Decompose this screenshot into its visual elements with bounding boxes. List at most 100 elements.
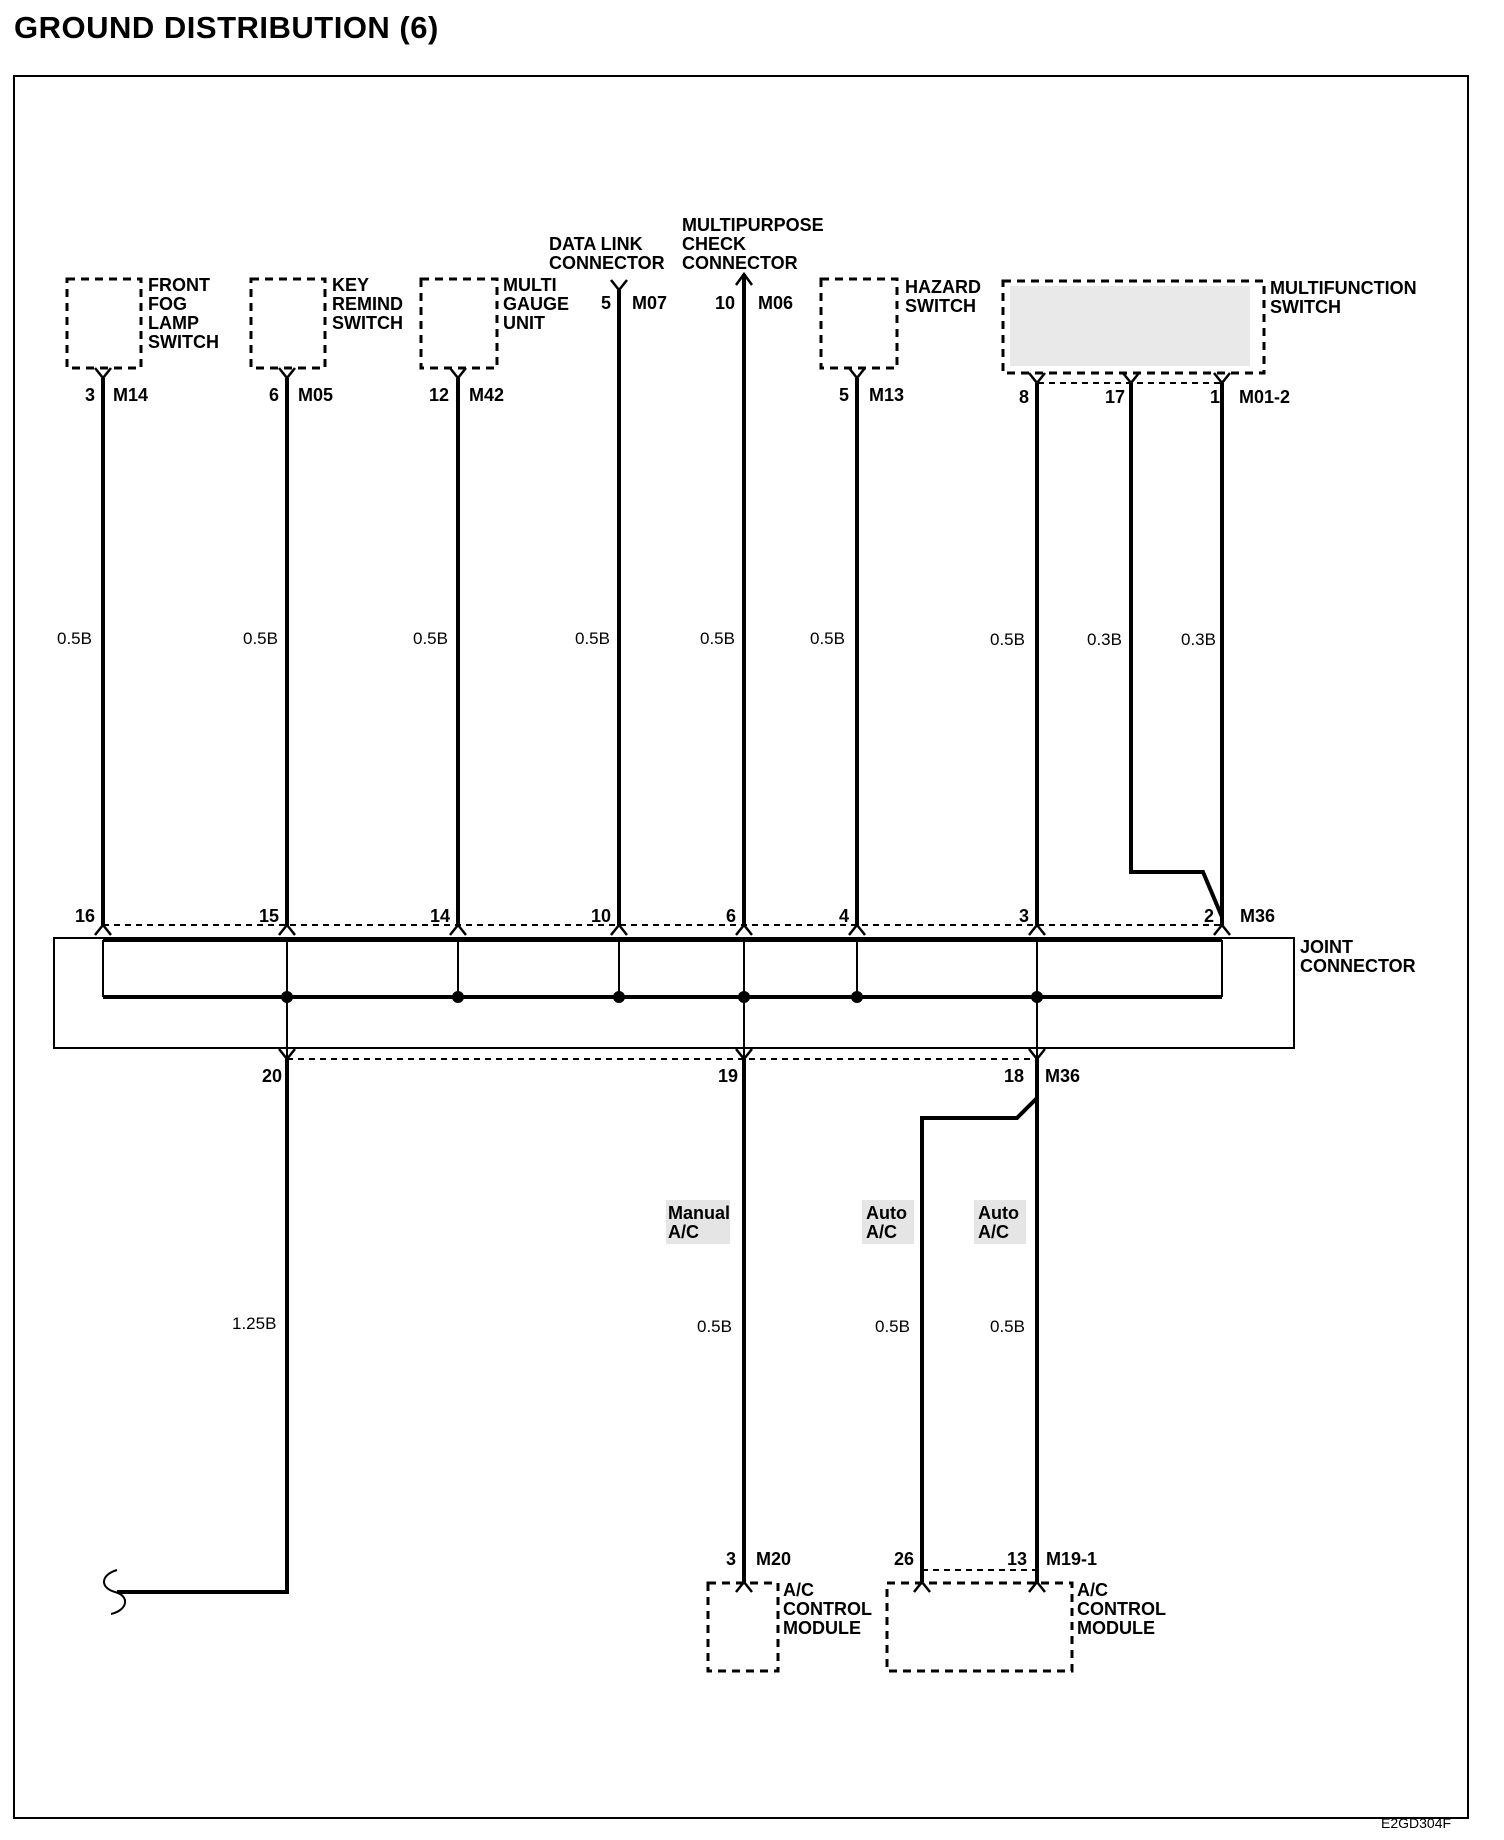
auto-ac-label-1b: A/C — [866, 1222, 897, 1242]
joint-pin-15-number: 15 — [259, 906, 279, 926]
pin-dlc — [610, 279, 628, 293]
ac-control-module-manual-box — [706, 1581, 780, 1673]
wire-label-dlc: 0.5B — [575, 629, 610, 648]
joint-pin-4-number: 4 — [839, 906, 849, 926]
pin-m19-26-number: 26 — [894, 1549, 914, 1569]
multipurpose-label-3: CONNECTOR — [682, 253, 798, 273]
front-fog-label-2: FOG — [148, 294, 187, 314]
wire-ground — [117, 1059, 289, 1594]
joint-pin-14 — [449, 922, 467, 936]
hazard-switch-box — [819, 277, 899, 370]
joint-connector-label-2: CONNECTOR — [1300, 956, 1416, 976]
connector-m36-bottom: M36 — [1045, 1066, 1080, 1086]
ac-manual-label-3: MODULE — [783, 1618, 861, 1638]
ac-auto-label-2: CONTROL — [1077, 1599, 1166, 1619]
manual-ac-badge — [666, 1200, 730, 1244]
auto-ac-label-1a: Auto — [866, 1203, 907, 1223]
multipurpose-label-1: MULTIPURPOSE — [682, 215, 824, 235]
front-fog-label-4: SWITCH — [148, 332, 219, 352]
splice-dot-3 — [1031, 991, 1043, 1003]
ac-manual-label-2: CONTROL — [783, 1599, 872, 1619]
multi-gauge-label-1: MULTI — [503, 275, 557, 295]
multipurpose-label-2: CHECK — [682, 234, 746, 254]
connector-m36-top: M36 — [1240, 906, 1275, 926]
pin-mpc-number: 10 — [715, 293, 735, 313]
joint-pin-10 — [610, 922, 628, 936]
pin-hazard — [848, 367, 866, 381]
pin-fog-number: 3 — [85, 385, 95, 405]
splice-dot-4 — [851, 991, 863, 1003]
manual-ac-label-1: Manual — [668, 1203, 730, 1223]
pin-key-number: 6 — [269, 385, 279, 405]
hazard-label-2: SWITCH — [905, 296, 976, 316]
ac-manual-label-1: A/C — [783, 1580, 814, 1600]
joint-pin-16-number: 16 — [75, 906, 95, 926]
auto-ac-badge-1 — [862, 1200, 914, 1244]
pin-m19-13 — [1028, 1579, 1046, 1593]
connector-m20: M20 — [756, 1549, 791, 1569]
manual-ac-label-2: A/C — [668, 1222, 699, 1242]
ground-terminal-icon — [103, 1569, 126, 1615]
joint-pin-20-number: 20 — [262, 1066, 282, 1086]
wire-label-fog: 0.5B — [57, 629, 92, 648]
wire-label-auto13: 0.5B — [990, 1317, 1025, 1336]
multifunction-label-1: MULTIFUNCTION — [1270, 278, 1417, 298]
connector-m14: M14 — [113, 385, 148, 405]
pin-mf17-number: 17 — [1105, 387, 1125, 407]
pin-mf1-number: 1 — [1210, 387, 1220, 407]
pin-gauge-number: 12 — [429, 385, 449, 405]
wire-label-mf17: 0.3B — [1087, 630, 1122, 649]
wire-label-key: 0.5B — [243, 629, 278, 648]
front-fog-lamp-switch-box — [65, 277, 143, 370]
page-title: GROUND DISTRIBUTION (6) — [14, 10, 439, 45]
wire-mf17 — [1129, 383, 1224, 925]
data-link-label-2: CONNECTOR — [549, 253, 665, 273]
multifunction-switch-box — [1001, 279, 1266, 375]
splice-dot-6 — [738, 991, 750, 1003]
pin-m19-13-number: 13 — [1007, 1549, 1027, 1569]
joint-pin-6 — [735, 922, 753, 936]
splice-dot-15 — [281, 991, 293, 1003]
connector-m19-1: M19-1 — [1046, 1549, 1097, 1569]
key-remind-label-2: REMIND — [332, 294, 403, 314]
auto-ac-label-2a: Auto — [978, 1203, 1019, 1223]
pin-mf8-number: 8 — [1019, 387, 1029, 407]
hazard-label-1: HAZARD — [905, 277, 981, 297]
joint-pin-3-number: 3 — [1019, 906, 1029, 926]
joint-pin-14-number: 14 — [430, 906, 450, 926]
connector-m13: M13 — [869, 385, 904, 405]
joint-pin-4 — [848, 922, 866, 936]
wire-label-manual: 0.5B — [697, 1317, 732, 1336]
joint-pin-3 — [1028, 922, 1046, 936]
joint-pin-19-number: 19 — [718, 1066, 738, 1086]
pin-mf17 — [1122, 372, 1140, 386]
ac-auto-label-1: A/C — [1077, 1580, 1108, 1600]
wire-label-mf1: 0.3B — [1181, 630, 1216, 649]
front-fog-label-3: LAMP — [148, 313, 199, 333]
wire-label-gauge: 0.5B — [413, 629, 448, 648]
key-remind-label-3: SWITCH — [332, 313, 403, 333]
joint-connector-label-1: JOINT — [1300, 937, 1353, 957]
joint-connector-box — [53, 937, 1295, 1049]
joint-pin-10-number: 10 — [591, 906, 611, 926]
multi-gauge-label-3: UNIT — [503, 313, 545, 333]
connector-m05: M05 — [298, 385, 333, 405]
splice-dot-10 — [613, 991, 625, 1003]
wire-auto26 — [920, 1096, 1039, 1582]
multi-gauge-label-2: GAUGE — [503, 294, 569, 314]
document-code: E2GD304F — [1381, 1815, 1452, 1831]
ac-auto-label-3: MODULE — [1077, 1618, 1155, 1638]
data-link-label-1: DATA LINK — [549, 234, 643, 254]
wire-label-auto26: 0.5B — [875, 1317, 910, 1336]
connector-m01-2: M01-2 — [1239, 387, 1290, 407]
key-remind-switch-box — [249, 277, 327, 370]
joint-pin-2-number: 2 — [1204, 906, 1214, 926]
wire-label-ground: 1.25B — [232, 1314, 276, 1333]
diagram-frame — [13, 75, 1469, 1819]
pin-hazard-number: 5 — [839, 385, 849, 405]
front-fog-label-1: FRONT — [148, 275, 210, 295]
connector-m06: M06 — [758, 293, 793, 313]
joint-pin-16 — [94, 922, 112, 936]
auto-ac-label-2b: A/C — [978, 1222, 1009, 1242]
